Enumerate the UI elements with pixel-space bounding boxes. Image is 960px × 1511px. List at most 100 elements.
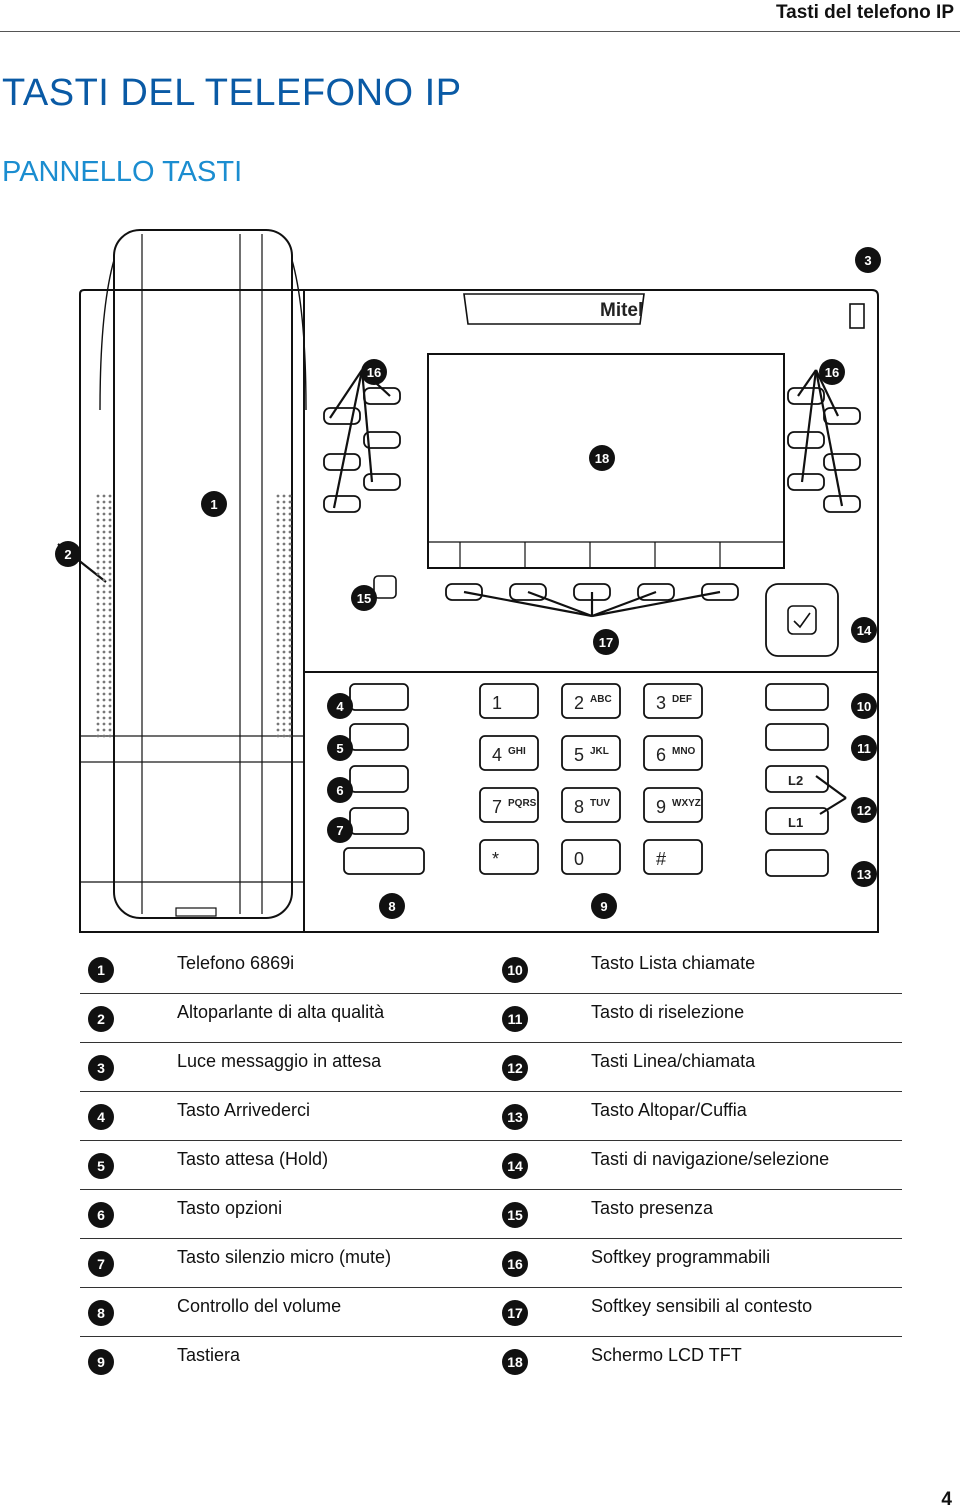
keypad-digit: 6 (656, 745, 666, 765)
keypad-digit: 0 (574, 849, 584, 869)
header-divider (0, 31, 960, 32)
callout-badge (327, 777, 353, 803)
hold-key (349, 723, 409, 751)
callout-badge (201, 491, 227, 517)
callout-number: 11 (857, 741, 871, 756)
legend-badge: 17 (502, 1300, 528, 1326)
keypad-letters: JKL (590, 746, 609, 757)
legend-badge: 15 (502, 1202, 528, 1228)
keypad-letters: TUV (590, 798, 610, 809)
legend-badge: 2 (88, 1006, 114, 1032)
callout-badge (851, 617, 877, 643)
callout-badge (361, 359, 387, 385)
callout-badge (855, 247, 881, 273)
speaker-key (765, 849, 829, 877)
callout-badge (327, 735, 353, 761)
context-softkeys (445, 583, 739, 601)
legend-badge: 1 (88, 957, 114, 983)
legend-text: Tastiera (177, 1345, 241, 1365)
page-number: 4 (941, 1489, 952, 1510)
legend-text: Tasti di navigazione/selezione (591, 1149, 830, 1169)
nav-cluster (765, 583, 839, 657)
keypad-letters: ABC (590, 694, 612, 705)
keypad-digit: 7 (492, 797, 502, 817)
keypad-digit: 5 (574, 745, 584, 765)
handset (113, 229, 293, 919)
line-key-1-label: L1 (788, 815, 803, 830)
legend-text: Controllo del volume (177, 1296, 342, 1316)
legend-text: Luce messaggio in attesa (177, 1051, 382, 1071)
legend-badge: 6 (88, 1202, 114, 1228)
legend-badge: 9 (88, 1349, 114, 1375)
legend-divider (80, 1287, 902, 1288)
keypad-digit: 1 (492, 693, 502, 713)
keypad-letters: WXYZ (672, 798, 701, 809)
callout-badge (379, 893, 405, 919)
legend-text: Tasto presenza (591, 1198, 714, 1218)
legend-row: 6 Tasto opzioni 15 Tasto presenza (80, 1190, 902, 1239)
volume-key (343, 847, 425, 875)
options-key (349, 765, 409, 793)
legend-badge: 18 (502, 1349, 528, 1375)
legend-badge: 11 (502, 1006, 528, 1032)
legend-text: Telefono 6869i (177, 953, 295, 973)
callout-badge (851, 861, 877, 887)
callout-number: 10 (857, 699, 871, 714)
callout-number: 18 (595, 451, 609, 466)
legend-divider (80, 1189, 902, 1190)
callout-number: 3 (864, 253, 871, 268)
callout-number: 14 (857, 623, 872, 638)
keypad-digit: * (492, 849, 499, 869)
legend-badge: 7 (88, 1251, 114, 1277)
logo-bar (463, 293, 645, 325)
keypad-letters: GHI (508, 746, 526, 757)
section-subtitle: PANNELLO TASTI (2, 156, 243, 188)
callout-number: 5 (336, 741, 343, 756)
legend-divider (80, 1140, 902, 1141)
legend-text: Schermo LCD TFT (591, 1345, 742, 1365)
callout-badge (591, 893, 617, 919)
callout-number: 2 (64, 547, 71, 562)
callout-badge (819, 359, 845, 385)
callout-number: 4 (336, 699, 344, 714)
legend-divider (80, 1238, 902, 1239)
legend-text: Tasti Linea/chiamata (591, 1051, 756, 1071)
keypad-digit: 9 (656, 797, 666, 817)
callout-number: 13 (857, 867, 871, 882)
brand-logo: Mitel (600, 300, 643, 321)
legend-text: Softkey programmabili (591, 1247, 771, 1267)
keypad-digit: 3 (656, 693, 666, 713)
keypad-digit: # (656, 849, 666, 869)
right-softkeys (787, 387, 861, 513)
presence-key (373, 575, 397, 599)
callout-badge (351, 585, 377, 611)
callout-number: 6 (336, 783, 343, 798)
callout-badge (851, 735, 877, 761)
keypad-digit: 8 (574, 797, 584, 817)
callout-number: 7 (336, 823, 343, 838)
callout-number: 16 (367, 365, 381, 380)
legend-text: Tasto opzioni (177, 1198, 283, 1218)
call-list-key (765, 683, 829, 711)
phone-base-left (79, 289, 305, 933)
keypad-letters: PQRS (508, 798, 537, 809)
mute-key (349, 807, 409, 835)
callout-badge (851, 693, 877, 719)
legend-divider (80, 1336, 902, 1337)
phone-body (304, 289, 879, 933)
legend-badge: 14 (502, 1153, 528, 1179)
callout-number: 9 (600, 899, 607, 914)
callout-badge (593, 629, 619, 655)
legend-text: Softkey sensibili al contesto (591, 1296, 813, 1316)
legend-badge: 4 (88, 1104, 114, 1130)
message-light (849, 303, 865, 329)
keypad-letters: MNO (672, 746, 696, 757)
callout-badge (327, 693, 353, 719)
line-key-2 (765, 765, 829, 793)
